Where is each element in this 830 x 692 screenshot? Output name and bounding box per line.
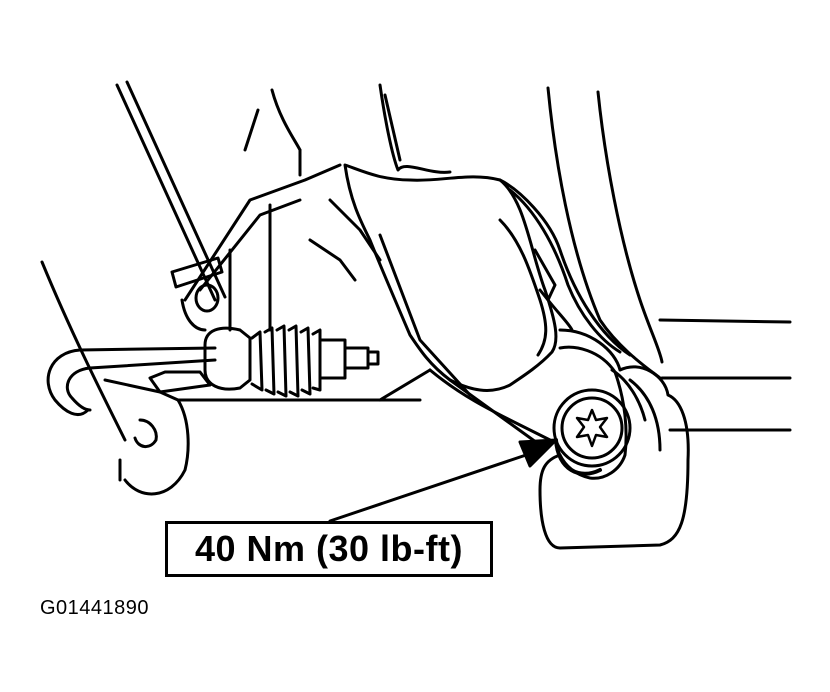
callout-leader-arrow [328,438,558,523]
brake-line-hook [46,346,217,416]
torque-spec-text: 40 Nm (30 lb-ft) [194,528,464,569]
threaded-adjuster [148,324,380,398]
anchor-bracket [538,328,690,550]
adjuster-lever-bracket [170,163,382,332]
parking-brake-cable [115,80,227,302]
drum-housing [498,86,792,432]
torque-spec-callout: 40 Nm (30 lb-ft) [165,521,493,577]
brake-shoe-body [343,83,574,447]
torx-bolt-icon [552,388,632,476]
lower-brake-shoe [103,368,432,496]
figure-id-label: G01441890 [40,597,150,619]
upper-strut [243,88,302,177]
backing-plate-edge [40,260,127,482]
